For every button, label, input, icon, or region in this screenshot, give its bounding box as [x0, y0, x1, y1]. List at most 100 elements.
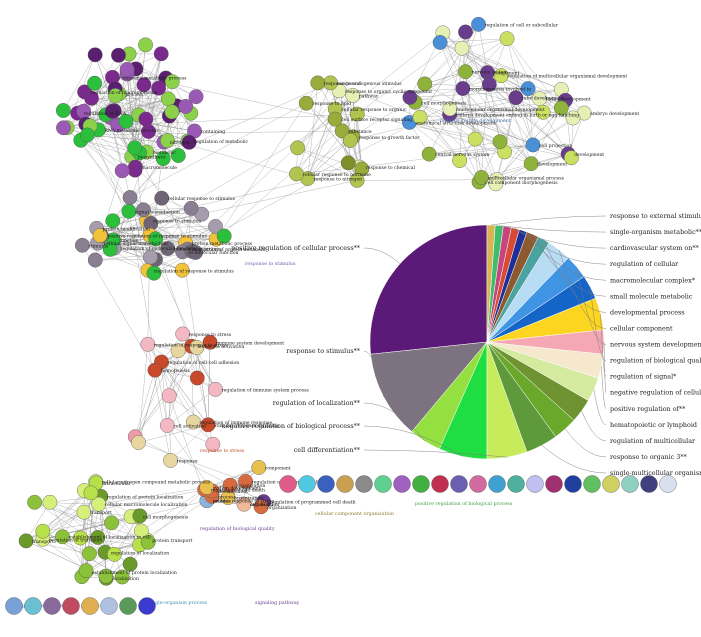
network-group-label: cellular component organization [315, 511, 394, 517]
network-node [310, 75, 326, 91]
network-edge [63, 54, 96, 111]
network-node [334, 123, 350, 139]
network-node-label: nitrogen [170, 140, 190, 146]
network-node-label: cell death [250, 502, 273, 508]
network-node-label: regulation of cell or subcellular [485, 22, 559, 28]
pie-category-label: cardiovascular system on** [610, 244, 700, 252]
network-edge [461, 48, 562, 90]
pie-leader-line [593, 389, 607, 426]
singleton-node [431, 475, 449, 493]
network-labels: regulation of RNAbiosyntheticregulation … [15, 22, 639, 609]
network-node-label: response [177, 459, 198, 464]
network-edge [334, 32, 443, 120]
pie-category-label: regulation of signal* [610, 373, 677, 381]
pie-category-label: cell differentiation** [294, 446, 361, 454]
network-node [151, 80, 167, 96]
network-node-label: response to chemical [366, 165, 416, 171]
network-group-label: response to stress [200, 448, 245, 454]
network-node-label: cellular response to stimulus [168, 196, 236, 202]
network-edge [419, 24, 479, 118]
network-edge [297, 90, 340, 148]
network-node-label: cell morphogenesis [143, 514, 189, 520]
network-node [105, 213, 121, 229]
network-node [131, 435, 146, 450]
network-node [111, 47, 126, 63]
network-node [107, 546, 122, 562]
network-node [467, 131, 483, 147]
network-node [564, 150, 579, 166]
network-node [174, 262, 190, 278]
network-node-label: cell surface receptor signaling [341, 117, 412, 123]
network-node-label: response to stress [189, 332, 232, 338]
network-edge [112, 220, 149, 271]
network-node-label: tissue development [546, 97, 591, 103]
network-node-label: compound [336, 81, 360, 87]
network-node-label: regulation of transport [49, 537, 102, 543]
network-edge [85, 98, 169, 125]
network-edge [409, 122, 572, 158]
network-node-label: transport [32, 539, 54, 545]
network-edge [440, 38, 508, 43]
network-edge [80, 140, 130, 212]
pie-leader-line [363, 402, 426, 442]
network-node [84, 90, 99, 106]
network-edge [338, 90, 354, 137]
network-group-label: positive regulation of biological proces… [415, 501, 513, 507]
pie-leader-line [601, 366, 607, 409]
network-node [200, 417, 216, 433]
network-edge [296, 95, 353, 175]
network-node-label: establishment of protein localization [92, 570, 177, 576]
network-edge [206, 467, 259, 488]
network-node-label: compound metabolic process [119, 75, 188, 81]
pie-leader-line [363, 425, 463, 457]
network-node [127, 162, 143, 178]
network-node [119, 62, 135, 77]
network-node-label: organization [234, 496, 263, 502]
pie-category-label: hematopoietic or lymphoid [610, 421, 697, 429]
network-edge [428, 114, 450, 155]
network-edge [128, 211, 188, 250]
network-node [458, 24, 473, 40]
singleton-node [5, 597, 23, 615]
pie-leader-line [363, 350, 384, 397]
network-node-label: embryo development [590, 111, 639, 117]
network-edge [415, 102, 501, 142]
network-node [154, 190, 170, 206]
network-node [56, 120, 71, 136]
singleton-node [355, 475, 373, 493]
network-node [122, 556, 138, 572]
network-edge [118, 55, 197, 97]
network-edge [357, 24, 479, 115]
network-edge [167, 389, 216, 426]
network-node-label: cellular signal transduction [104, 241, 168, 247]
network-node [160, 241, 176, 256]
network-node-label: nervous system [472, 70, 509, 76]
network-edge [449, 108, 480, 183]
network-edge [409, 48, 463, 98]
network-node [55, 103, 71, 118]
network-node-label: immune system development [216, 340, 284, 346]
network-node [140, 534, 156, 550]
network-group-label: regulation of biological quality [200, 526, 275, 532]
network-node-label: regulation of protein metabolic [194, 247, 267, 253]
network-node [90, 530, 106, 545]
network-edge [506, 38, 562, 109]
network-node [189, 339, 205, 355]
network-edge [439, 42, 497, 184]
network-node [412, 109, 428, 125]
network-edge [147, 344, 216, 390]
network-edge [429, 144, 533, 155]
network-node-label: regulation of response to stress [154, 342, 228, 348]
singleton-node [526, 475, 544, 493]
network-node [27, 494, 42, 510]
network-node-label: metabolic [153, 150, 176, 156]
network-node [55, 529, 70, 545]
network-node-label: cellular response to hormone [302, 172, 371, 178]
pie-category-label: negative regulation of biological proces… [222, 422, 361, 430]
network-node [146, 265, 162, 281]
network-edge [307, 113, 358, 179]
network-node [160, 133, 175, 149]
network-edge [87, 134, 151, 236]
network-node-label: system development [213, 485, 261, 491]
network-node [102, 241, 118, 257]
